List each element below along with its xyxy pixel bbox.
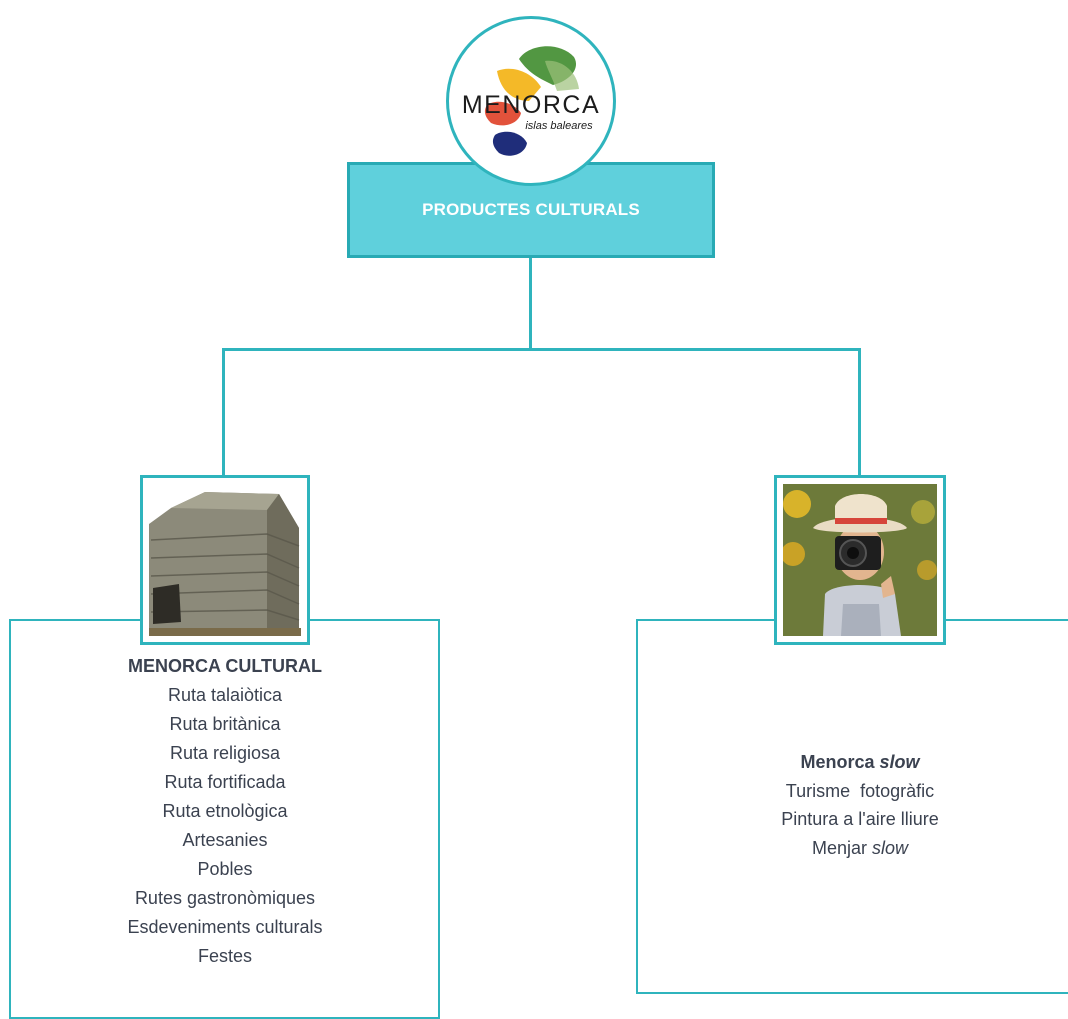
right-branch-list: Menorca slow Turisme fotogràfic Pintura … [700,748,1020,862]
list-item: Menjar slow [811,837,909,858]
list-item: Esdeveniments culturals [127,917,323,937]
right-photo-frame [774,475,946,645]
logo-brand-text: MENORCA [462,91,600,119]
logo-tagline-text: islas baleares [525,120,593,132]
root-label: PRODUCTES CULTURALS [422,200,640,219]
list-item: Ruta etnològica [162,801,288,821]
list-item: Festes [197,946,253,966]
list-item: Ruta fortificada [164,772,286,792]
menorca-logo: MENORCA islas baleares [446,16,616,186]
photographer-image [781,484,937,636]
right-content-box [636,619,1068,994]
talaiot-image [149,484,301,636]
connector-horizontal [222,348,861,351]
right-branch-title: Menorca slow [800,752,920,772]
list-item: Pintura a l'aire lliure [781,809,939,829]
connector-root-down [529,258,532,350]
list-item: Ruta talaiòtica [167,685,283,705]
list-item: Pobles [197,859,253,879]
connector-right-down [858,348,861,476]
left-branch-list: MENORCA CULTURAL Ruta talaiòtica Ruta br… [50,652,400,971]
list-item: Rutes gastronòmiques [134,888,316,908]
list-item: Ruta britànica [169,714,281,734]
list-item: Ruta religiosa [169,743,281,763]
root-node: PRODUCTES CULTURALS [347,162,715,258]
logo-graphic: MENORCA islas baleares [462,46,600,156]
connector-left-down [222,348,225,476]
left-branch-title: MENORCA CULTURAL [128,656,322,676]
left-content-box [9,619,440,1019]
left-photo-frame [140,475,310,645]
list-item: Turisme fotogràfic [785,780,935,801]
list-item: Artesanies [182,830,268,850]
